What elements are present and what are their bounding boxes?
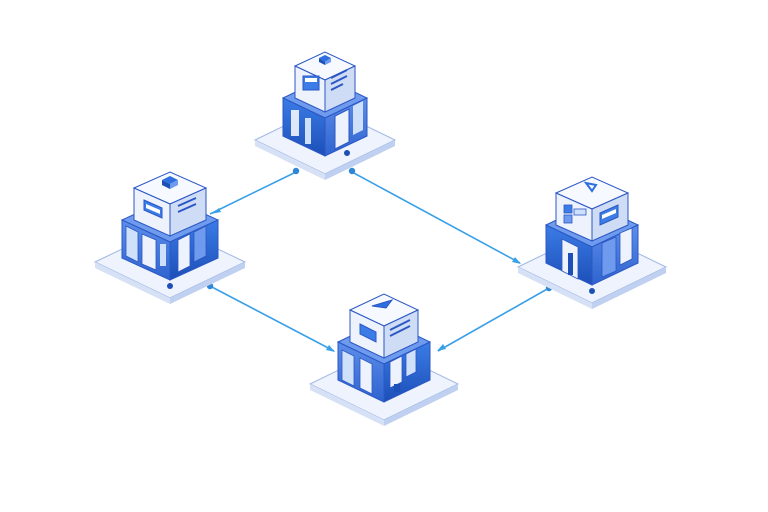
link-left-to-bottom <box>206 282 335 352</box>
link-left-to-top <box>209 167 300 215</box>
isometric-server-building-icon <box>544 176 640 294</box>
server-node-right <box>516 176 668 309</box>
isometric-server-building-icon <box>120 171 220 289</box>
server-node-top <box>253 51 397 180</box>
server-node-left <box>93 171 247 304</box>
isometric-server-building-icon <box>281 51 369 157</box>
server-node-bottom <box>308 293 460 426</box>
isometric-server-building-icon <box>336 293 432 403</box>
link-bottom-to-right <box>437 284 553 352</box>
link-top-to-right <box>348 167 521 264</box>
